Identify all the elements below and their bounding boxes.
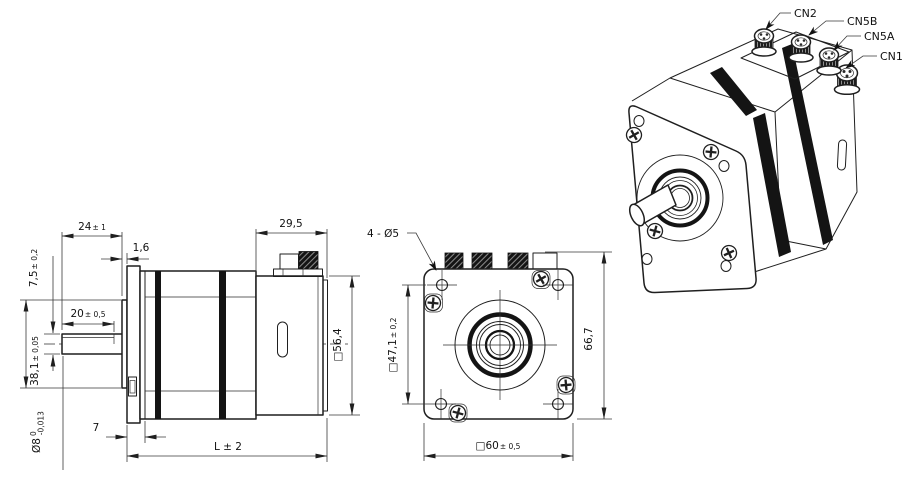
leader-cn2 — [765, 12, 791, 30]
leader-cn1 — [845, 55, 877, 69]
knurled-connector-icon — [298, 251, 319, 270]
connector-side-view — [273, 251, 323, 277]
lamination-band — [753, 113, 791, 257]
lamination-band — [782, 44, 833, 245]
front-view: 4 - Ø5 □47,1± 0,2 66,7 □60± 0,5 — [367, 228, 612, 461]
dim-flat-position: 7,5± 0,2 — [28, 249, 40, 288]
connector-cn1 — [833, 64, 861, 96]
lamination-band — [710, 67, 757, 116]
side-view: 24± 1 1,6 20± 0,5 7,5± 0,2 38,1± 0,05 Ø8… — [20, 218, 360, 470]
shaft — [61, 333, 128, 355]
knurled-connector-icon — [471, 252, 493, 270]
label-cn2: CN2 — [794, 7, 817, 20]
shaft-boss-front — [443, 290, 557, 400]
leader-cn5b — [808, 20, 844, 36]
connector-cn5b — [788, 34, 814, 63]
iso-view: CN2 CN5B CN5A CN1 — [623, 7, 903, 294]
connector-cn2 — [751, 28, 777, 57]
leader-cn5a — [833, 35, 861, 51]
dim-overall-height: 66,7 — [583, 327, 595, 350]
side-slot — [836, 139, 848, 171]
lamination-band — [219, 271, 226, 419]
label-cn1: CN1 — [880, 50, 903, 63]
dim-front-boss-depth: 7 — [93, 422, 100, 434]
knurled-connector-icon — [444, 252, 464, 270]
dim-shaft-diameter: Ø80-0,013 — [29, 411, 46, 453]
dim-mounting-holes: 4 - Ø5 — [367, 228, 399, 240]
rear-housing — [255, 275, 324, 416]
mounting-flange — [126, 265, 141, 424]
rear-cap — [322, 279, 328, 412]
side-slot — [277, 321, 288, 358]
connector-plate — [740, 31, 850, 80]
dim-pilot-diameter: 38,1± 0,05 — [29, 336, 41, 386]
side-view-dimensions: 24± 1 1,6 20± 0,5 7,5± 0,2 38,1± 0,05 Ø8… — [20, 218, 360, 470]
dim-flange-size: □60± 0,5 — [476, 440, 521, 452]
dim-pilot-protrusion: 1,6 — [133, 242, 150, 254]
label-cn5a: CN5A — [864, 30, 895, 43]
hole-leader — [407, 232, 437, 271]
dim-flat-length: 20± 0,5 — [71, 308, 106, 320]
dim-rear-length: 29,5 — [279, 218, 302, 230]
label-cn5b: CN5B — [847, 15, 877, 28]
lamination-band — [155, 271, 161, 419]
dim-shaft-extension: 24± 1 — [78, 221, 106, 233]
square-connector-icon — [532, 252, 558, 270]
flange-tab — [128, 376, 137, 397]
connector-callouts: CN2 CN5B CN5A CN1 — [765, 7, 903, 69]
knurled-connector-icon — [507, 252, 529, 270]
mounting-hole-icon — [633, 115, 645, 127]
dim-rear-size: □56,4 — [332, 328, 344, 362]
dim-motor-length: L ± 2 — [214, 441, 242, 453]
dim-hole-pitch: □47,1± 0,2 — [387, 317, 399, 372]
mounting-hole-icon — [718, 160, 730, 172]
front-view-dimensions: 4 - Ø5 □47,1± 0,2 66,7 □60± 0,5 — [367, 228, 612, 461]
iso-flange-details — [623, 115, 739, 272]
mounting-hole-icon — [641, 253, 653, 265]
connector-cn5a — [816, 47, 842, 76]
flange-face — [423, 268, 574, 420]
